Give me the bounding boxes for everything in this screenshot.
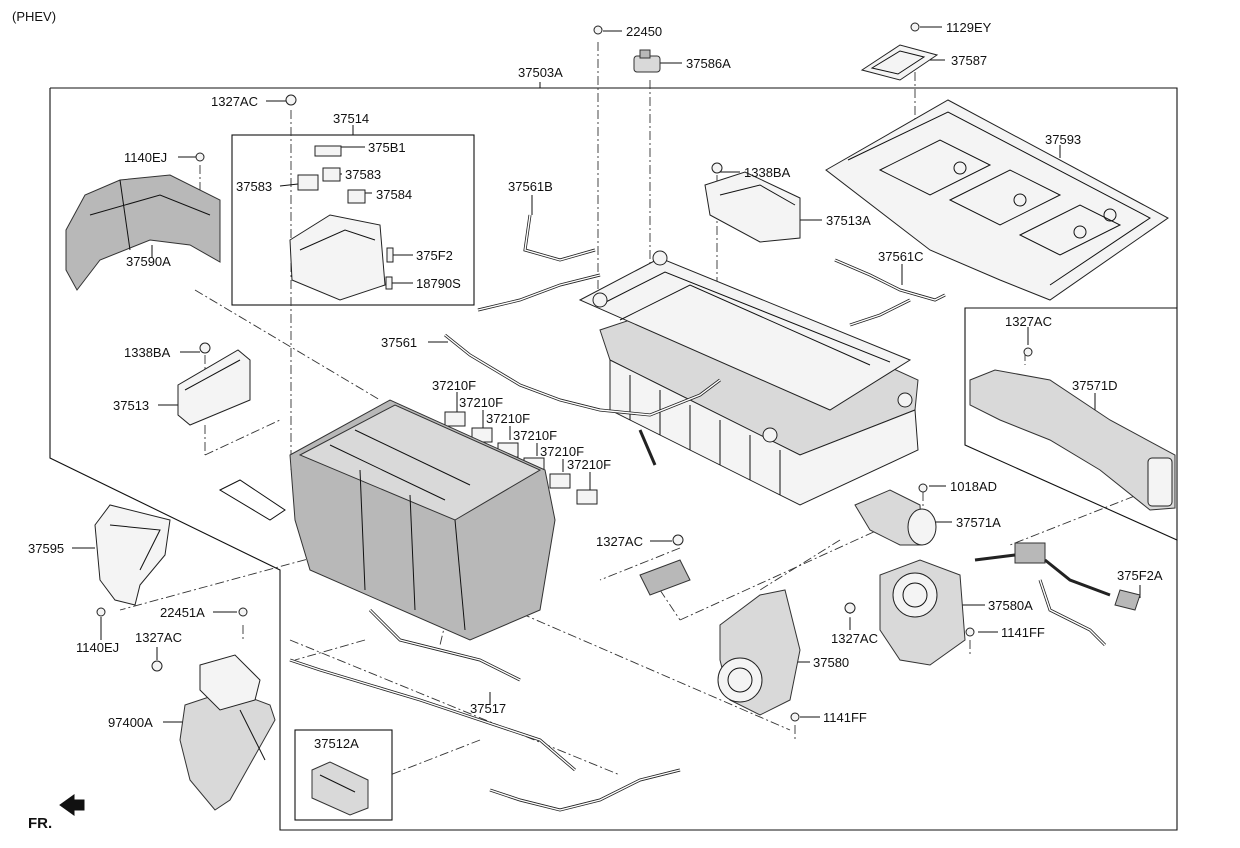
label-37503A: 37503A <box>518 65 563 80</box>
under-cover-37593 <box>825 99 1169 301</box>
unit-97400A <box>151 654 276 811</box>
label-1140EJ-bottom: 1140EJ <box>76 640 119 655</box>
bracket-37587 <box>860 44 939 81</box>
battery-pack-frame <box>578 250 919 506</box>
harness-37561B <box>477 214 601 312</box>
inset-frame-37512A <box>294 729 393 821</box>
label-1327AC-right: 1327AC <box>1005 314 1052 329</box>
variant-label: (PHEV) <box>12 9 56 24</box>
sensor-37586A <box>633 49 661 73</box>
label-37584: 37584 <box>376 187 412 202</box>
label-37513: 37513 <box>113 398 149 413</box>
front-label: FR. <box>28 815 52 832</box>
bms-37513A <box>704 162 801 243</box>
label-37210F-5: 37210F <box>540 444 584 459</box>
label-375B1: 375B1 <box>368 140 406 155</box>
cover-37590A <box>65 174 221 291</box>
label-37561C: 37561C <box>878 249 924 264</box>
front-arrow-icon <box>59 794 85 816</box>
battery-pack-main <box>218 399 556 641</box>
label-37561B: 37561B <box>508 179 553 194</box>
label-1129EY: 1129EY <box>946 20 992 35</box>
label-37587: 37587 <box>951 53 987 68</box>
label-37586A: 37586A <box>686 56 731 71</box>
label-37580A: 37580A <box>988 598 1033 613</box>
label-37513A: 37513A <box>826 213 871 228</box>
label-37571A: 37571A <box>956 515 1001 530</box>
label-1327AC-top: 1327AC <box>211 94 258 109</box>
label-37210F-3: 37210F <box>486 411 530 426</box>
label-37595: 37595 <box>28 541 64 556</box>
duct-37571D <box>969 347 1176 511</box>
blower-37580A <box>844 559 975 666</box>
duct-37571A <box>854 483 937 546</box>
harness-37517 <box>289 608 681 812</box>
label-37590A: 37590A <box>126 254 171 269</box>
part-37512A <box>311 761 369 816</box>
label-37561: 37561 <box>381 335 417 350</box>
harness-37561 <box>444 333 721 466</box>
label-37210F-6: 37210F <box>567 457 611 472</box>
relay-assembly-37514 <box>289 145 394 301</box>
label-37514: 37514 <box>333 111 369 126</box>
label-97400A: 97400A <box>108 715 153 730</box>
label-1140EJ-top: 1140EJ <box>124 150 167 165</box>
harness-375F2A <box>974 542 1141 647</box>
label-37517: 37517 <box>470 701 506 716</box>
label-37593: 37593 <box>1045 132 1081 147</box>
label-18790S: 18790S <box>416 276 461 291</box>
cell-modules-37210F <box>444 411 598 505</box>
assembly-frame <box>49 82 1178 831</box>
bracket-37595 <box>94 504 171 606</box>
fasteners <box>96 22 920 617</box>
label-37210F-4: 37210F <box>513 428 557 443</box>
label-37583-b: 37583 <box>345 167 381 182</box>
label-37580: 37580 <box>813 655 849 670</box>
bms-37513 <box>177 342 251 426</box>
label-1018AD: 1018AD <box>950 479 997 494</box>
label-37210F-2: 37210F <box>459 395 503 410</box>
label-37571D: 37571D <box>1072 378 1118 393</box>
label-375F2: 375F2 <box>416 248 453 263</box>
label-1327AC-left: 1327AC <box>135 630 182 645</box>
label-1141FF-right: 1141FF <box>1001 625 1045 640</box>
label-1141FF-bottom: 1141FF <box>823 710 867 725</box>
label-1338BA-left: 1338BA <box>124 345 171 360</box>
label-1338BA-top: 1338BA <box>744 165 791 180</box>
label-37583-a: 37583 <box>236 179 272 194</box>
label-37512A: 37512A <box>314 736 359 751</box>
blower-37580 <box>717 589 801 722</box>
label-22450: 22450 <box>626 24 662 39</box>
label-37210F-1: 37210F <box>432 378 476 393</box>
harness-37561C <box>834 258 946 327</box>
connector-mid <box>639 534 691 596</box>
label-22451A: 22451A <box>160 605 205 620</box>
label-375F2A: 375F2A <box>1117 568 1163 583</box>
solid-leaders <box>72 26 1141 723</box>
label-1327AC-blower: 1327AC <box>831 631 878 646</box>
label-1327AC-mid: 1327AC <box>596 534 643 549</box>
